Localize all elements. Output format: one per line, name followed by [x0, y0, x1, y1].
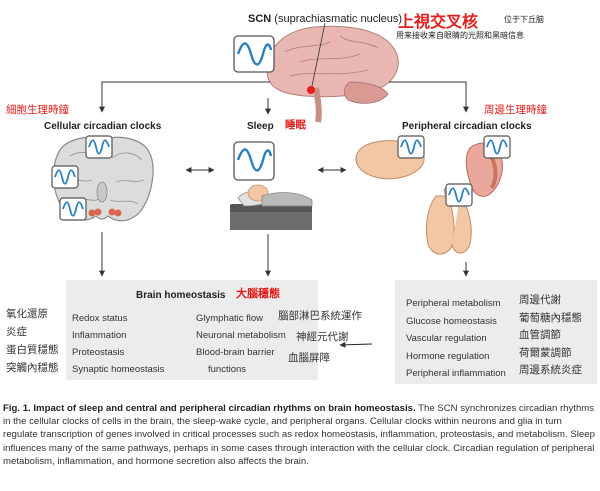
list-item: 荷爾蒙調節	[519, 346, 572, 359]
clock-box-liver	[397, 135, 425, 159]
caption-body: The SCN synchronizes circadian rhythms i…	[3, 403, 595, 467]
list-item: 蛋白質穩態	[6, 344, 59, 356]
clock-box-heart	[483, 135, 511, 159]
brain-homeostasis-panel	[66, 280, 318, 380]
peripheral-clocks-cn-label: 周邊生理時鐘	[484, 104, 547, 116]
list-item: functions	[208, 364, 247, 375]
clock-box-cellular-2	[51, 165, 79, 189]
sleeping-person-illustration	[230, 184, 313, 230]
cellular-clocks-cn-label: 細胞生理時鐘	[6, 104, 69, 116]
list-item: Redox status	[72, 313, 128, 324]
sleep-label: Sleep	[247, 121, 274, 132]
list-item: 周邊系統炎症	[519, 364, 582, 376]
figure-caption: Fig. 1. Impact of sleep and central and …	[3, 402, 597, 468]
peripheral-panel	[395, 280, 597, 384]
scn-clock-box	[233, 35, 275, 73]
list-item: Blood-brain barrier	[196, 347, 275, 358]
scn-label: SCN (suprachiasmatic nucleus)	[248, 13, 403, 25]
list-item: Glucose homeostasis	[406, 315, 497, 327]
scn-brain-illustration	[266, 25, 399, 123]
brain-homeostasis-cn-title: 大腦穩態	[236, 287, 280, 300]
list-item: 氧化還原	[6, 308, 48, 320]
list-item: Synaptic homeostasis	[72, 364, 165, 375]
peripheral-organs-illustration	[355, 140, 503, 255]
list-item: 血管調節	[519, 329, 561, 341]
list-item: Vascular regulation	[406, 333, 487, 344]
list-item: 腦部淋巴系統運作	[278, 310, 362, 322]
list-item: Peripheral metabolism	[406, 298, 501, 309]
clock-box-sleep	[233, 141, 275, 181]
scn-cn-note: 位于下丘脑	[504, 15, 544, 24]
cellular-clocks-label: Cellular circadian clocks	[44, 121, 162, 132]
list-item: 血腦屏障	[288, 352, 330, 364]
peripheral-cn-list: 周邊代謝 葡萄糖內穩態 血管調節 荷爾蒙調節 周邊系統炎症	[519, 292, 582, 380]
brain-homeostasis-right-cn-list: 腦部淋巴系統運作 神經元代謝 血腦屏障	[276, 306, 362, 369]
clock-box-lungs	[445, 183, 473, 207]
clock-box-cellular-1	[85, 135, 113, 159]
caption-title: Fig. 1. Impact of sleep and central and …	[3, 403, 416, 414]
list-item: Hormone regulation	[406, 350, 490, 362]
brain-homeostasis-right-list: Glymphatic flow Neuronal metabolism Bloo…	[196, 310, 286, 378]
sleep-cn-label: 睡眠	[285, 119, 306, 131]
list-item: 周邊代謝	[519, 294, 561, 306]
clock-box-cellular-3	[59, 197, 87, 221]
list-item: Peripheral inflammation	[406, 368, 506, 379]
list-item: 突觸內穩態	[6, 362, 59, 374]
list-item: Inflammation	[72, 330, 127, 341]
peripheral-clocks-label: Peripheral circadian clocks	[402, 121, 532, 132]
list-item: 神經元代謝	[296, 331, 349, 343]
peripheral-list: Peripheral metabolism Glucose homeostasi…	[406, 295, 506, 383]
brain-homeostasis-left-list: Redox status Inflammation Proteostasis S…	[72, 310, 164, 378]
brain-homeostasis-title: Brain homeostasis	[136, 290, 226, 301]
scn-cn-label: 上視交叉核	[398, 12, 479, 31]
list-item: Glymphatic flow	[196, 313, 264, 324]
brain-homeostasis-left-cn-list: 氧化還原 炎症 蛋白質穩態 突觸內穩態	[6, 305, 59, 377]
scn-cn-description: 用来接收来自眼睛的光照和黑暗信息	[396, 31, 524, 40]
list-item: 葡萄糖內穩態	[519, 311, 582, 324]
list-item: 炎症	[6, 326, 27, 338]
list-item: Neuronal metabolism	[196, 330, 286, 341]
list-item: Proteostasis	[72, 347, 125, 358]
